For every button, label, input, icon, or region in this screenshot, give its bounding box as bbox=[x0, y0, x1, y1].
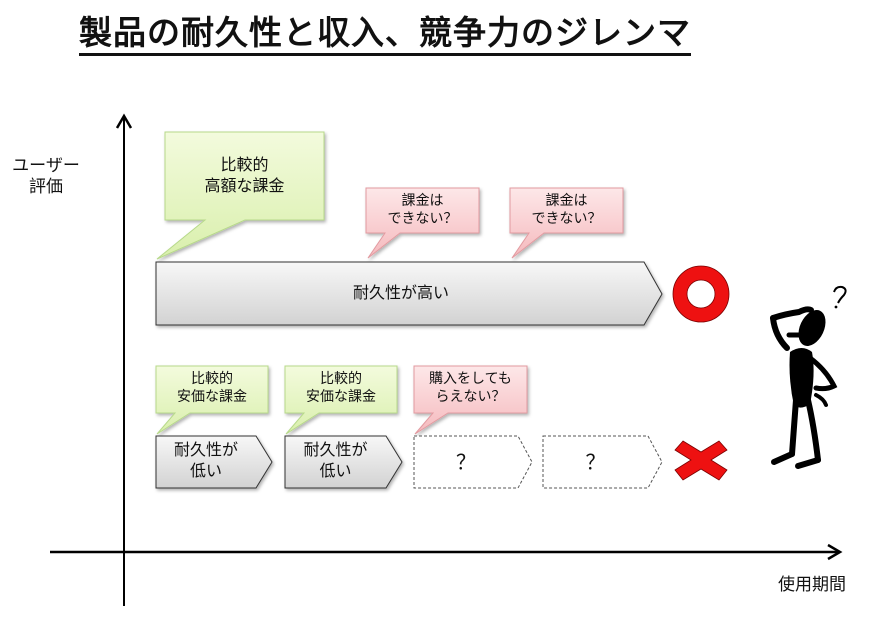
y-axis-label-line-2: 評価 bbox=[29, 177, 63, 198]
low-durability-arrow-2 bbox=[284, 435, 403, 489]
callout-no-charge-2-text: 課金は できない？ bbox=[510, 192, 623, 228]
y-axis-label-line-1: ユーザー bbox=[12, 156, 80, 176]
low-durability-1-text: 耐久性が 低い bbox=[156, 440, 256, 482]
segment-line: 耐久性が bbox=[173, 440, 238, 459]
callout-low-price-2 bbox=[284, 365, 398, 435]
callout-line: 高額な課金 bbox=[204, 175, 285, 195]
title-text: 製品の耐久性と収入、競争力のジレンマ bbox=[79, 13, 691, 56]
callout-line: 安価な課金 bbox=[177, 389, 247, 406]
callout-line: できない？ bbox=[387, 211, 458, 228]
callout-high-price-text: 比較的 高額な課金 bbox=[165, 155, 324, 197]
high-durability-label: 耐久性が高い bbox=[352, 283, 449, 302]
callout-no-charge-2 bbox=[509, 187, 624, 259]
page-title: 製品の耐久性と収入、競争力のジレンマ bbox=[0, 6, 770, 56]
callout-line: 比較的 bbox=[191, 371, 233, 387]
unknown-arrow-1 bbox=[413, 435, 533, 489]
segment-line: 低い bbox=[319, 460, 352, 480]
segment-line: 低い bbox=[189, 460, 222, 480]
y-axis-label: ユーザー 評価 bbox=[0, 156, 92, 199]
callout-no-purchase bbox=[413, 365, 528, 435]
unknown-arrow-2 bbox=[542, 435, 663, 489]
callout-line: らえない？ bbox=[435, 389, 506, 406]
y-axis bbox=[115, 113, 133, 606]
cross-verdict-icon bbox=[674, 440, 728, 481]
confused-person-icon bbox=[770, 285, 847, 469]
callout-line: 安価な課金 bbox=[306, 389, 376, 406]
callout-no-charge-1-text: 課金は できない？ bbox=[366, 192, 479, 228]
callout-high-price bbox=[156, 131, 325, 260]
callout-line: 比較的 bbox=[220, 155, 269, 174]
callout-line: 購入をしても bbox=[429, 371, 512, 387]
low-durability-arrow-1 bbox=[155, 435, 273, 489]
unknown-1-text: ？ bbox=[456, 450, 476, 474]
callout-low-price-1 bbox=[155, 365, 269, 435]
low-durability-2-text: 耐久性が 低い bbox=[285, 440, 386, 482]
callout-low-price-2-text: 比較的 安価な課金 bbox=[285, 370, 397, 406]
circle-verdict-icon bbox=[672, 265, 730, 323]
unknown-2-text: ？ bbox=[585, 450, 606, 474]
callout-line: 課金は bbox=[545, 193, 588, 209]
callout-line: 課金は bbox=[401, 193, 444, 209]
callout-low-price-1-text: 比較的 安価な課金 bbox=[156, 370, 268, 406]
x-axis-label: 使用期間 bbox=[778, 575, 846, 595]
callout-no-purchase-text: 購入をしても らえない？ bbox=[414, 370, 527, 406]
segment-line: 耐久性が bbox=[303, 440, 368, 459]
high-durability-arrow bbox=[155, 261, 663, 326]
callout-no-charge-1 bbox=[365, 187, 480, 259]
callout-line: 比較的 bbox=[320, 371, 362, 387]
x-axis bbox=[50, 543, 843, 561]
callout-line: できない？ bbox=[531, 211, 602, 228]
